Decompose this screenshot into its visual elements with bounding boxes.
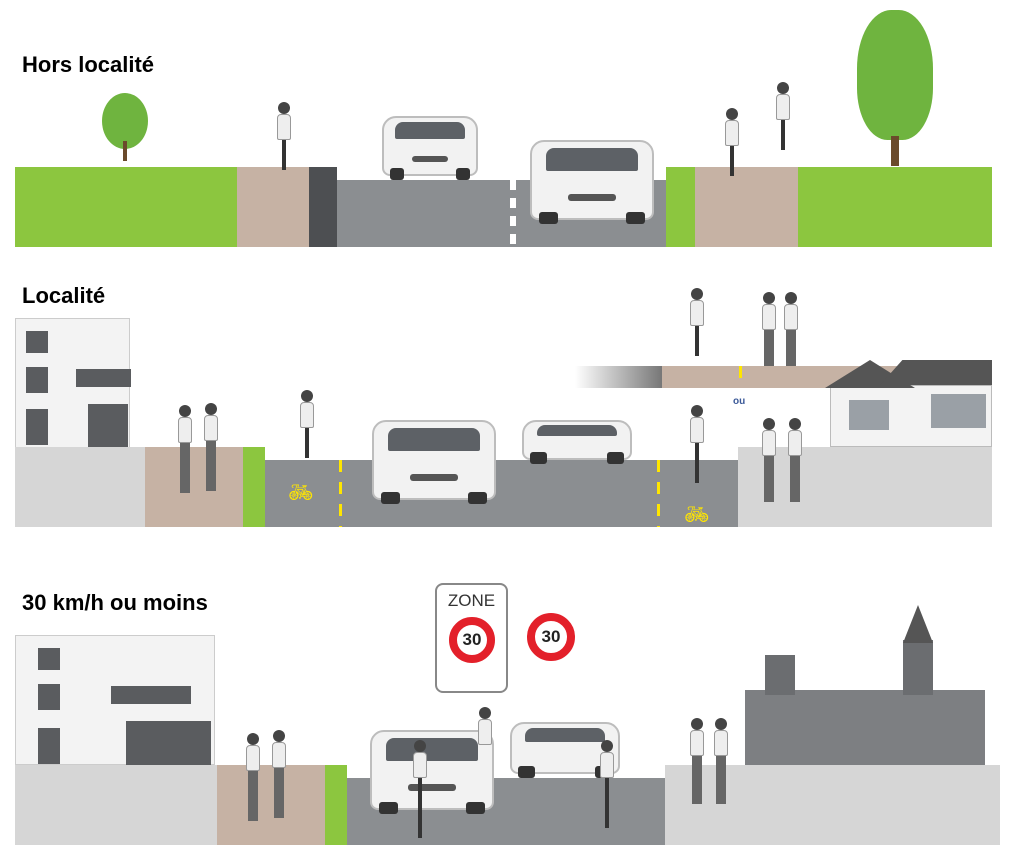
cyclist-icon xyxy=(690,288,704,356)
section-title-30-kmh: 30 km/h ou moins xyxy=(22,590,208,615)
car-front xyxy=(370,730,494,814)
grass-separator xyxy=(243,447,265,527)
car-front xyxy=(372,420,496,504)
bicycle-marking-icon: 🚲︎ xyxy=(684,504,710,526)
bike-path xyxy=(237,167,309,247)
church-tower xyxy=(765,655,795,695)
cyclist-icon xyxy=(690,405,704,483)
section-title-hors-localite: Hors localité xyxy=(22,52,155,77)
bike-path-line xyxy=(739,366,742,388)
pedestrian-icon xyxy=(714,718,728,804)
alternative-label: ou xyxy=(733,396,746,407)
grass-separator xyxy=(325,765,347,845)
pedestrian-icon xyxy=(784,292,798,366)
tree-icon xyxy=(857,10,933,166)
car-rear xyxy=(522,420,632,464)
sidewalk xyxy=(738,447,992,527)
zone-30-sign: ZONE 30 xyxy=(435,583,508,693)
bike-path xyxy=(695,167,798,247)
zone-sign-label: ZONE xyxy=(447,591,496,610)
bike-lane-line xyxy=(339,460,342,527)
raised-path-ramp xyxy=(575,366,662,388)
church xyxy=(745,690,985,765)
pedestrian-icon xyxy=(762,292,776,366)
pedestrian-icon xyxy=(690,718,704,804)
section-title-localite: Localité xyxy=(22,283,106,308)
building xyxy=(15,635,215,765)
grass-separator xyxy=(666,167,695,247)
cyclist-icon xyxy=(300,390,314,458)
pedestrian-area xyxy=(217,765,325,845)
cyclist-icon xyxy=(413,740,427,838)
zone-sign-speed: 30 xyxy=(449,617,495,663)
car-rear xyxy=(382,116,478,180)
bike-path xyxy=(145,447,243,527)
car-front xyxy=(530,140,654,224)
house-roof xyxy=(880,360,992,385)
pedestrian-icon xyxy=(762,418,776,502)
building xyxy=(15,318,131,448)
cyclist-icon xyxy=(277,102,291,170)
grass-strip xyxy=(798,167,992,247)
bike-lane-line xyxy=(657,460,660,527)
center-line xyxy=(510,180,516,247)
sidewalk xyxy=(15,447,145,527)
pedestrian-icon xyxy=(178,405,192,493)
road-shoulder xyxy=(309,167,337,247)
speed-limit-sign: 30 xyxy=(527,613,575,661)
sidewalk xyxy=(15,765,217,845)
pedestrian-icon xyxy=(272,730,286,818)
pedestrian-icon xyxy=(788,418,802,502)
house xyxy=(830,385,992,447)
bicycle-marking-icon: 🚲︎ xyxy=(288,482,314,504)
cyclist-icon xyxy=(776,82,790,150)
tree-icon xyxy=(102,93,148,161)
pedestrian-icon xyxy=(204,403,218,491)
road xyxy=(265,460,738,527)
cyclist-icon xyxy=(725,108,739,176)
grass-strip xyxy=(15,167,237,247)
steeple-spire xyxy=(903,605,933,643)
pedestrian-icon xyxy=(478,707,492,745)
church-steeple xyxy=(903,640,933,695)
pedestrian-icon xyxy=(246,733,260,821)
cyclist-icon xyxy=(600,740,614,828)
